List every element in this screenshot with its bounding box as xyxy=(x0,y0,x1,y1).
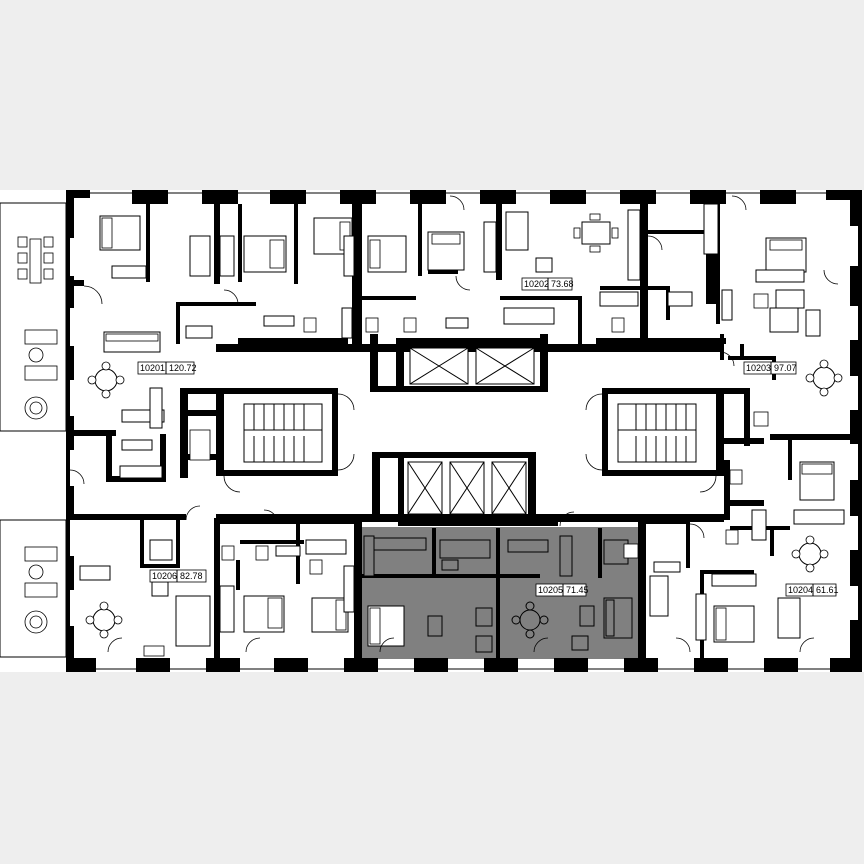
unit-area: 82.78 xyxy=(180,571,203,581)
unit-area: 120.72 xyxy=(169,363,197,373)
unit-label-10203[interactable]: 10203 97.07 xyxy=(743,361,797,375)
unit-number: 10203 xyxy=(746,363,771,373)
building-core xyxy=(216,334,724,526)
unit-area: 97.07 xyxy=(774,363,797,373)
stair-right xyxy=(617,403,697,463)
unit-label-10204[interactable]: 10204 61.61 xyxy=(785,583,839,597)
unit-area: 71.45 xyxy=(566,585,589,595)
unit-number: 10201 xyxy=(140,363,165,373)
unit-label-10205[interactable]: 10205 71.45 xyxy=(535,583,589,597)
unit-number: 10204 xyxy=(788,585,813,595)
furniture-kitchens xyxy=(111,203,805,641)
outer-walls xyxy=(66,190,862,672)
unit-number: 10202 xyxy=(524,279,549,289)
furniture-beds xyxy=(99,215,835,647)
unit-number: 10206 xyxy=(152,571,177,581)
unit-label-10201[interactable]: 10201 120.72 xyxy=(137,361,197,375)
furniture-living xyxy=(79,211,843,657)
stair-left xyxy=(243,403,323,463)
terrace-upper xyxy=(0,202,67,432)
unit-area: 73.68 xyxy=(551,279,574,289)
terrace-lower xyxy=(0,519,67,658)
unit-area: 61.61 xyxy=(816,585,839,595)
unit-label-10202[interactable]: 10202 73.68 xyxy=(521,277,574,291)
unit-label-10206[interactable]: 10206 82.78 xyxy=(149,569,207,583)
door-swings xyxy=(69,195,839,653)
unit-number: 10205 xyxy=(538,585,563,595)
furniture-bathrooms xyxy=(121,289,845,575)
